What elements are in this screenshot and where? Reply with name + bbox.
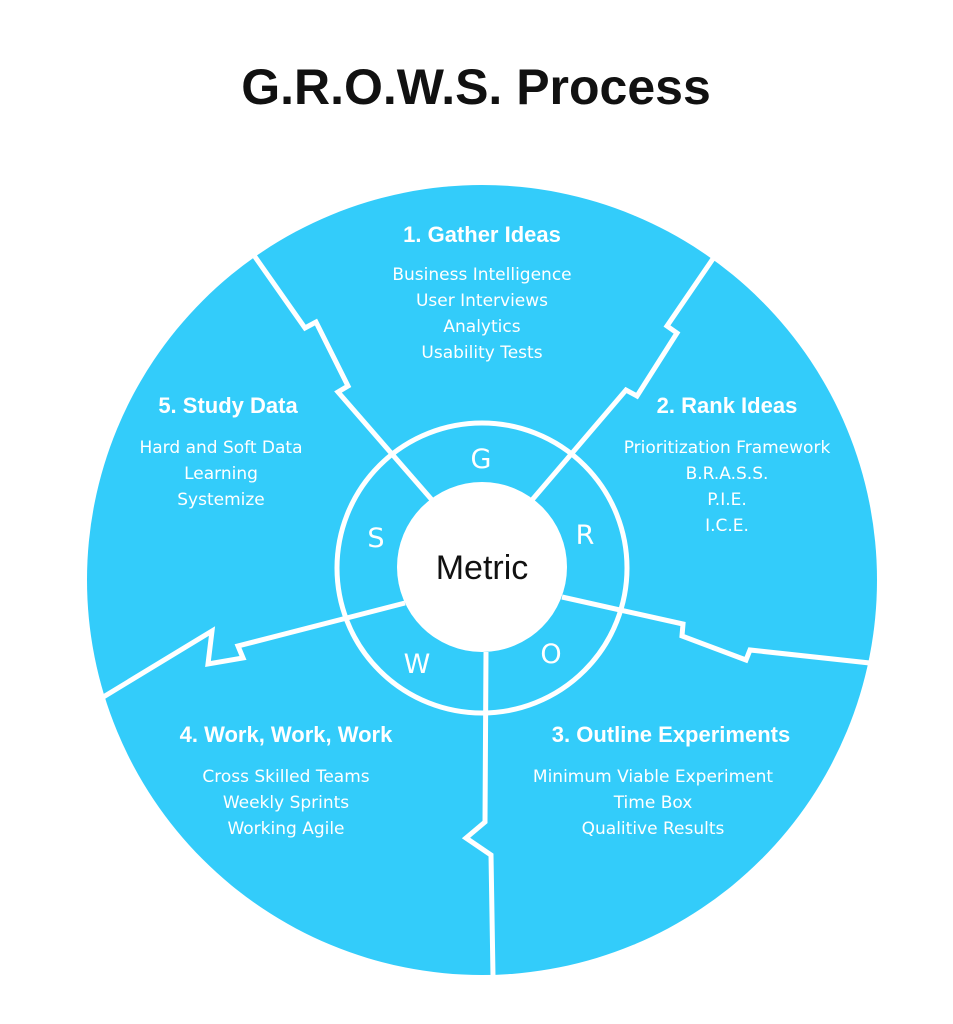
divider-outline-work xyxy=(461,651,496,977)
segment-item: Usability Tests xyxy=(421,343,542,363)
divider-work-study xyxy=(98,600,406,702)
divider-gather-rank xyxy=(530,245,724,502)
segment-item: Hard and Soft Data xyxy=(139,438,302,458)
metric-circle xyxy=(397,482,567,652)
ring-letter-w: W xyxy=(404,649,431,680)
segment-item: Business Intelligence xyxy=(392,265,571,285)
segment-item: Qualitive Results xyxy=(582,819,725,839)
segment-title: 2. Rank Ideas xyxy=(657,393,798,418)
segment-gather: 1. Gather Ideas Business Intelligence Us… xyxy=(392,222,571,363)
segment-item: Systemize xyxy=(177,490,265,510)
ring-letter-o: O xyxy=(540,639,561,670)
segment-title: 5. Study Data xyxy=(158,393,298,418)
segment-item: Cross Skilled Teams xyxy=(202,767,369,787)
segment-item: User Interviews xyxy=(416,291,548,311)
ring-letter-r: R xyxy=(576,520,595,551)
segment-item: Working Agile xyxy=(227,819,344,839)
segment-rank: 2. Rank Ideas Prioritization Framework B… xyxy=(624,393,831,536)
segment-item: B.R.A.S.S. xyxy=(686,464,769,484)
segment-item: Prioritization Framework xyxy=(624,438,831,458)
segment-item: I.C.E. xyxy=(705,516,749,536)
segment-title: 4. Work, Work, Work xyxy=(180,722,393,747)
divider-rank-outline xyxy=(561,594,880,667)
segment-study: 5. Study Data Hard and Soft Data Learnin… xyxy=(139,393,302,510)
segment-item: Minimum Viable Experiment xyxy=(533,767,774,787)
segment-outline: 3. Outline Experiments Minimum Viable Ex… xyxy=(533,722,790,839)
inner-ring xyxy=(334,420,630,716)
segment-item: Time Box xyxy=(613,793,693,813)
divider-gather-study xyxy=(243,242,434,502)
segment-work: 4. Work, Work, Work Cross Skilled Teams … xyxy=(180,722,393,839)
ring-letter-s: S xyxy=(367,523,384,554)
segment-item: Weekly Sprints xyxy=(223,793,349,813)
page-title: G.R.O.W.S. Process xyxy=(241,59,711,115)
segment-title: 3. Outline Experiments xyxy=(552,722,790,747)
metric-label: Metric xyxy=(436,549,529,587)
segment-item: P.I.E. xyxy=(707,490,747,510)
ring-letter-g: G xyxy=(471,444,492,475)
segment-item: Learning xyxy=(184,464,258,484)
segment-item: Analytics xyxy=(443,317,520,337)
segment-title: 1. Gather Ideas xyxy=(403,222,561,247)
